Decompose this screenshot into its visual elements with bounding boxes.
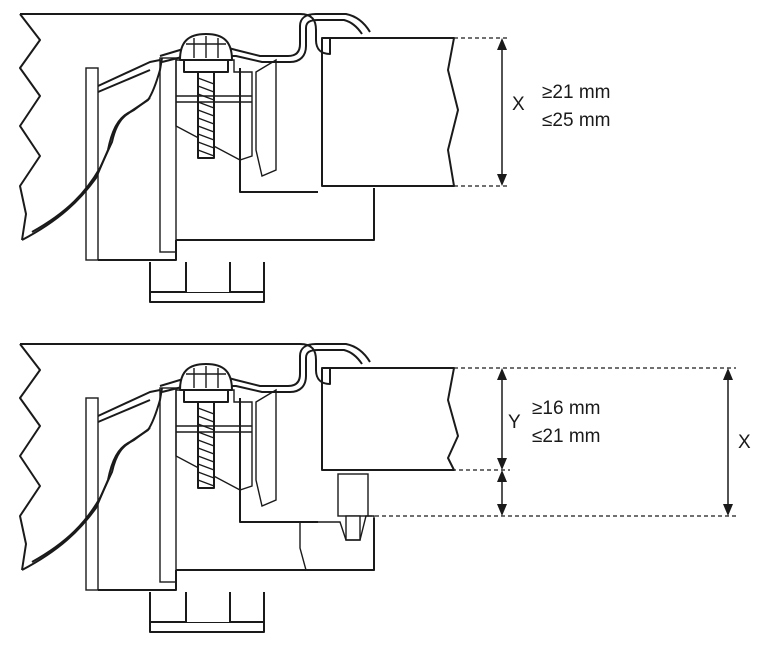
dimension-arrow-spacer <box>497 470 507 516</box>
dimension-arrow-y <box>497 368 507 470</box>
top-figure: X ≥21 mm ≤25 mm <box>19 13 611 303</box>
dimension-label-x: X <box>738 432 751 453</box>
worktop-section <box>321 367 459 471</box>
max-thickness-label: ≤25 mm <box>542 110 611 131</box>
dimension-arrow-x <box>497 38 507 186</box>
worktop-section <box>321 37 459 187</box>
spacer-pin <box>337 473 369 517</box>
min-thickness-label: ≥21 mm <box>542 82 611 103</box>
min-thickness-label: ≥16 mm <box>532 398 601 419</box>
dimension-arrow-x <box>723 368 733 516</box>
mounting-clamp-assembly <box>19 343 375 633</box>
dimension-label-x: X <box>512 94 525 115</box>
dimension-label-y: Y <box>508 412 521 433</box>
mounting-clamp-assembly <box>19 13 375 303</box>
max-thickness-label: ≤21 mm <box>532 426 601 447</box>
bottom-figure: Y ≥16 mm ≤21 mm X <box>19 343 751 633</box>
clamp-lower-section <box>299 515 375 571</box>
